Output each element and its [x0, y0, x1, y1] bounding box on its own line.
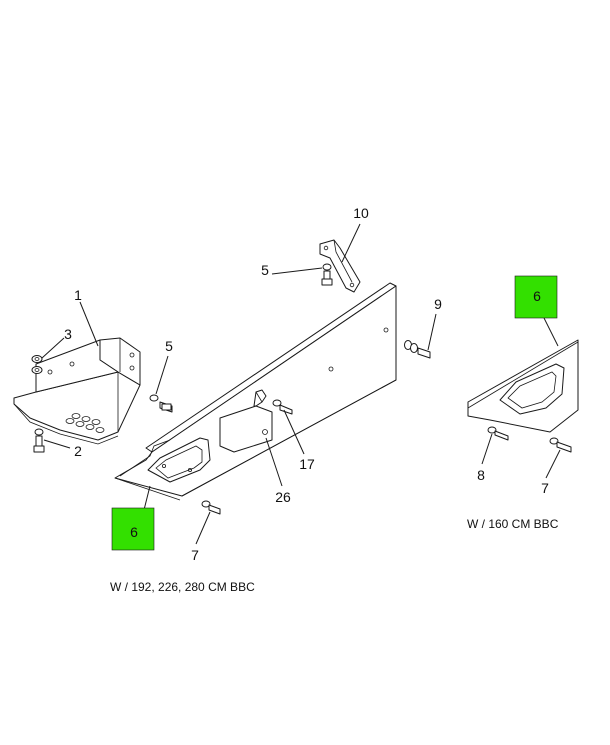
bolt-hardware	[33, 428, 45, 453]
callout-label: 8	[477, 467, 485, 483]
callout-label: 26	[275, 489, 291, 505]
callout-label: 7	[541, 480, 549, 496]
right-step-panel	[467, 339, 579, 433]
assembly-caption-left: W / 192, 226, 280 CM BBC	[110, 580, 255, 594]
callout-label: 17	[299, 456, 315, 472]
mount-bracket	[219, 389, 273, 453]
callout-label: 2	[74, 443, 82, 459]
callout-label: 5	[261, 262, 269, 278]
highlight-callout-right[interactable]: 6	[514, 275, 558, 319]
callout-label: 6	[130, 524, 138, 540]
upper-bracket	[319, 239, 361, 293]
callout-label: 6	[533, 288, 541, 304]
bolt-hardware	[149, 394, 173, 413]
nut-hardware	[31, 355, 43, 374]
bolt-hardware	[201, 500, 221, 515]
step-bracket	[13, 337, 141, 445]
main-step-panel	[114, 282, 397, 501]
callout-label: 9	[434, 296, 442, 312]
callout-label: 5	[165, 338, 173, 354]
callout-label: 7	[191, 547, 199, 563]
callout-label: 3	[64, 326, 72, 342]
bolt-hardware	[487, 426, 509, 441]
bolt-hardware	[549, 437, 572, 453]
highlight-callout-left[interactable]: 6	[111, 507, 155, 551]
assembly-caption-right: W / 160 CM BBC	[467, 517, 559, 531]
bolt-hardware	[404, 340, 431, 359]
callout-label: 1	[74, 287, 82, 303]
leader-lines	[41, 223, 561, 545]
bolt-hardware	[321, 263, 333, 286]
callout-label: 10	[353, 205, 369, 221]
bolt-hardware	[272, 399, 293, 415]
